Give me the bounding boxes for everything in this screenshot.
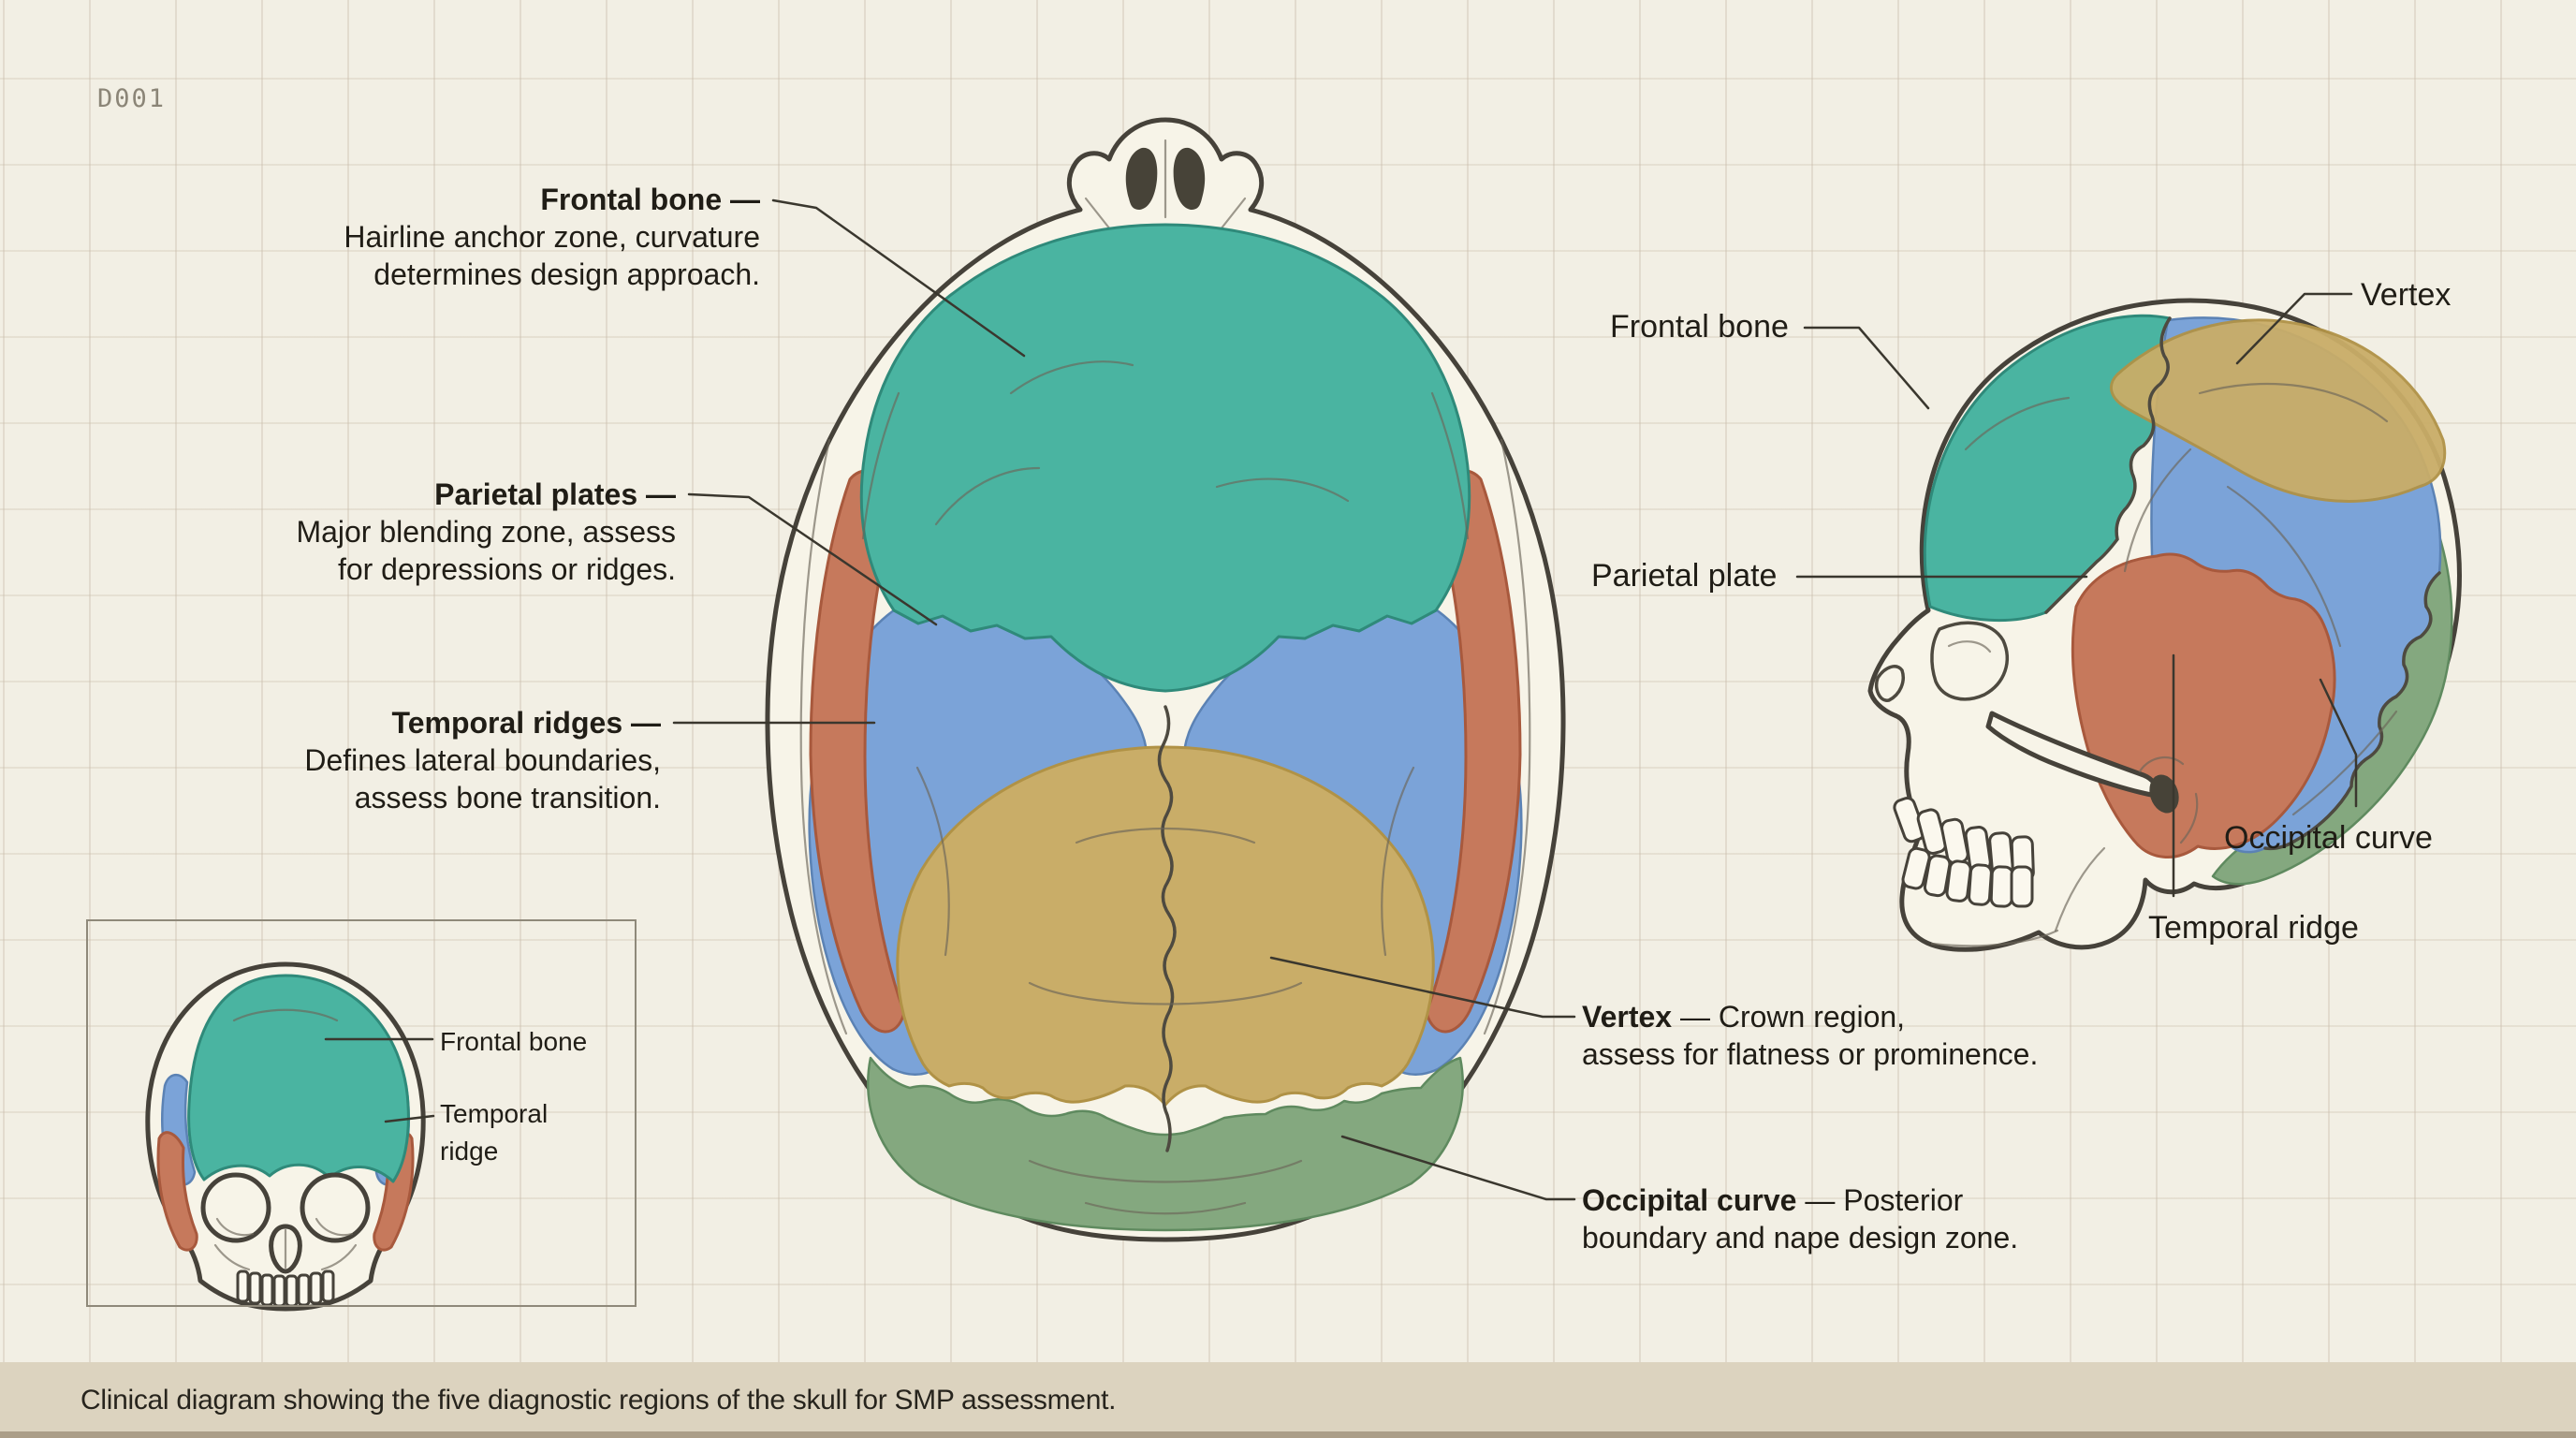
caption-bar: Clinical diagram showing the five diagno… bbox=[0, 1362, 2576, 1438]
caption-text: Clinical diagram showing the five diagno… bbox=[80, 1384, 1117, 1416]
inset-label-temporal-line2: ridge bbox=[440, 1137, 499, 1166]
bottom-edge-strip bbox=[0, 1431, 2576, 1438]
lower-teeth bbox=[1901, 846, 2034, 908]
leader-parietal-main bbox=[687, 492, 938, 626]
leader-frontal-main bbox=[771, 198, 1026, 358]
inset-label-temporal-line1: Temporal bbox=[440, 1099, 549, 1128]
occipital-curve-region-top bbox=[867, 1056, 1464, 1232]
orbit-side bbox=[1930, 621, 2009, 701]
leader-lines bbox=[324, 198, 2358, 1201]
annotation-occipital-title: Occipital curve bbox=[1582, 1183, 1797, 1217]
annotation-frontal-line2: determines design approach. bbox=[373, 257, 760, 291]
annotation-parietal-line2: for depressions or ridges. bbox=[337, 552, 676, 586]
inset-box-frame bbox=[86, 919, 637, 1307]
side-label-vertex: Vertex bbox=[2361, 277, 2452, 313]
side-label-temporal-ridge: Temporal ridge bbox=[2148, 910, 2359, 946]
top-view-skull bbox=[765, 117, 1566, 1242]
leader-occipital-side bbox=[2319, 678, 2358, 808]
nasal-aperture-side bbox=[1875, 665, 1905, 702]
annotation-vertex-title: Vertex bbox=[1582, 1000, 1673, 1034]
annotation-vertex-line2: assess for flatness or prominence. bbox=[1582, 1037, 2039, 1071]
annotation-temporal-line2: assess bone transition. bbox=[354, 781, 661, 814]
side-label-occipital-curve: Occipital curve bbox=[2224, 820, 2433, 856]
annotation-frontal-title: Frontal bone — bbox=[540, 183, 760, 216]
coronal-suture-side bbox=[2044, 316, 2172, 614]
side-label-frontal-bone: Frontal bone bbox=[1610, 309, 1789, 345]
side-label-parietal-plate: Parietal plate bbox=[1591, 558, 1778, 594]
side-view-skull bbox=[1867, 298, 2462, 952]
annotation-vertex: Vertex — Crown region, assess for flatne… bbox=[1582, 998, 2038, 1073]
sagittal-suture bbox=[1157, 705, 1177, 1152]
leader-temporal-inset bbox=[384, 1114, 435, 1123]
annotation-temporal-title: Temporal ridges — bbox=[391, 706, 661, 740]
annotation-temporal-line1: Defines lateral boundaries, bbox=[304, 743, 661, 777]
leader-frontal-side bbox=[1803, 326, 1930, 410]
inset-teeth bbox=[236, 1269, 335, 1308]
annotation-frontal-bone: Frontal bone — Hairline anchor zone, cur… bbox=[344, 181, 760, 293]
leader-vertex-main bbox=[1269, 956, 1576, 1019]
annotation-occipital-lead: — Posterior bbox=[1796, 1183, 1964, 1217]
doc-code: D001 bbox=[97, 84, 167, 113]
lambdoid-suture-side bbox=[2263, 571, 2441, 851]
annotation-parietal-line1: Major blending zone, assess bbox=[296, 515, 676, 549]
annotation-occipital-curve: Occipital curve — Posterior boundary and… bbox=[1582, 1181, 2018, 1256]
annotation-occipital-line2: boundary and nape design zone. bbox=[1582, 1221, 2019, 1255]
nasal-void-right bbox=[1173, 147, 1206, 210]
ear-canal bbox=[2149, 774, 2179, 814]
inset-temporal-left bbox=[156, 1131, 198, 1252]
inset-label-frontal-bone: Frontal bone bbox=[440, 1027, 588, 1056]
annotation-temporal-ridges: Temporal ridges — Defines lateral bounda… bbox=[304, 704, 661, 816]
nasal-void-left bbox=[1125, 147, 1158, 210]
leader-vertex-side bbox=[2235, 292, 2353, 365]
inset-frontal-region bbox=[187, 974, 410, 1183]
frontal-bone-region-top bbox=[859, 223, 1471, 693]
inset-label-temporal-ridge: Temporal ridge bbox=[440, 1095, 548, 1170]
annotation-frontal-line1: Hairline anchor zone, curvature bbox=[344, 220, 760, 254]
annotation-vertex-lead: — Crown region, bbox=[1672, 1000, 1906, 1034]
upper-teeth bbox=[1893, 796, 2035, 882]
leader-occipital-main bbox=[1340, 1135, 1576, 1201]
inset-front-view-skull bbox=[145, 961, 426, 1312]
annotation-parietal-plates: Parietal plates — Major blending zone, a… bbox=[296, 476, 676, 588]
annotation-parietal-title: Parietal plates — bbox=[434, 477, 676, 511]
